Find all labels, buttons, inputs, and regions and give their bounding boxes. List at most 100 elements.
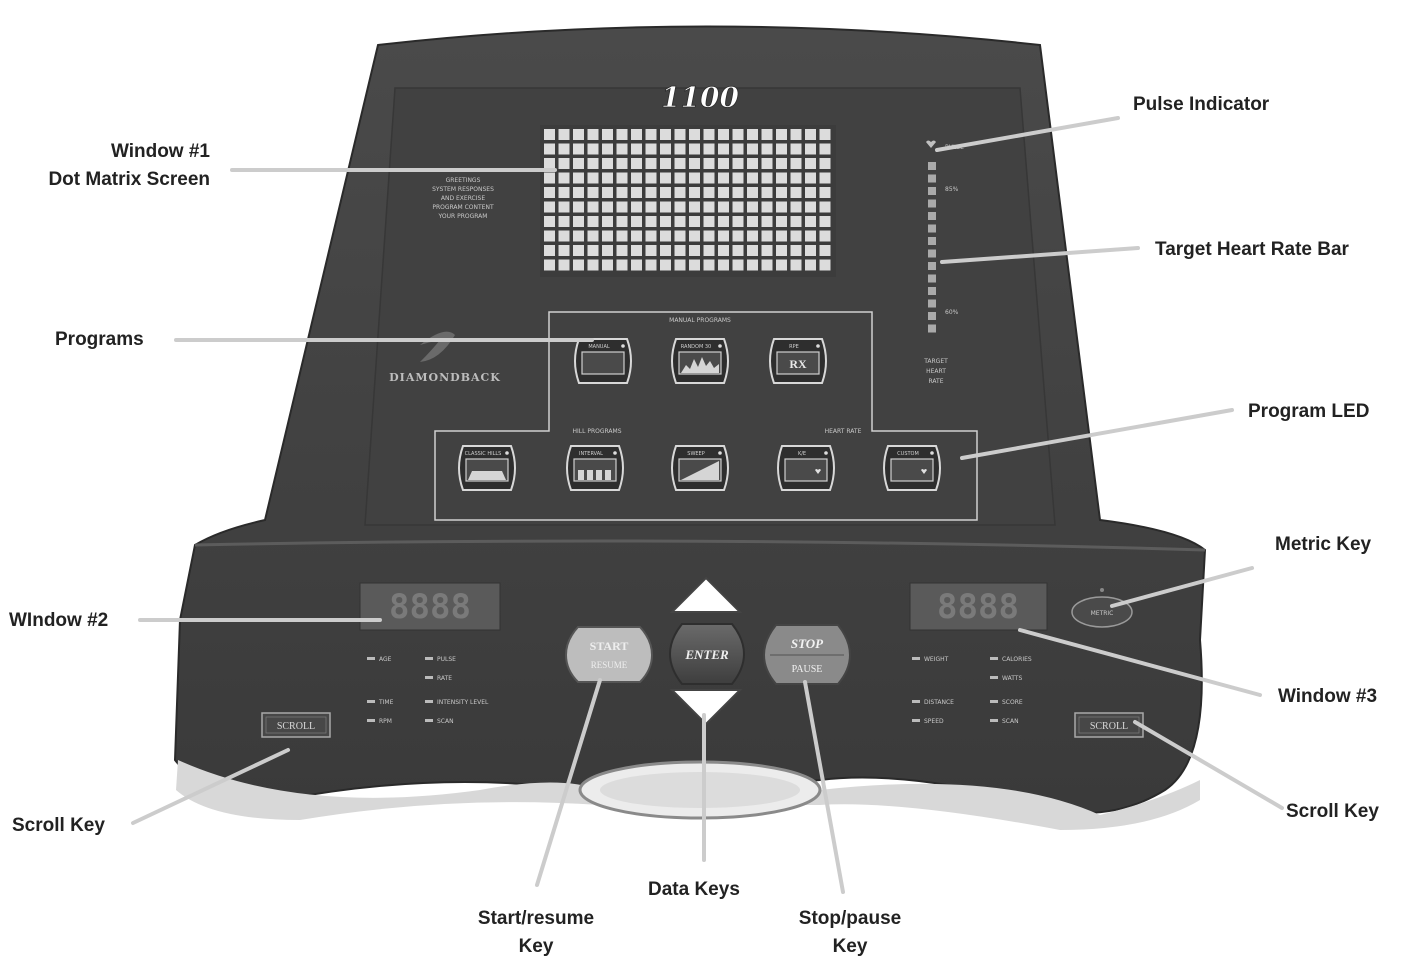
- leader-scroll-right: [1133, 720, 1284, 810]
- matrix-dot: [747, 187, 758, 198]
- matrix-dot: [718, 187, 729, 198]
- feedback-line: PROGRAM CONTENT: [432, 204, 494, 211]
- matrix-dot: [645, 158, 657, 169]
- indicator-label: RPM: [379, 718, 392, 725]
- matrix-dot: [587, 230, 599, 242]
- matrix-dot: [674, 230, 686, 242]
- matrix-dot: [674, 172, 686, 184]
- start-resume-key[interactable]: START RESUME: [564, 626, 654, 683]
- model-number: 1100: [661, 81, 739, 114]
- program-key-label: INTERVAL: [579, 451, 603, 457]
- indicator-label: PULSE: [437, 656, 456, 663]
- matrix-dot: [660, 143, 671, 155]
- matrix-dot: [790, 216, 802, 227]
- program-key[interactable]: RANDOM 30: [671, 338, 729, 384]
- matrix-dot: [631, 216, 642, 227]
- program-key[interactable]: SWEEP: [671, 445, 729, 491]
- matrix-dot: [790, 143, 802, 155]
- matrix-dot: [718, 129, 729, 140]
- matrix-dot: [616, 172, 628, 184]
- matrix-dot: [587, 259, 599, 271]
- matrix-dot: [747, 129, 758, 140]
- matrix-dot: [587, 143, 599, 155]
- indicator-label: SCAN: [1002, 718, 1019, 725]
- leader-lines: [131, 116, 1284, 894]
- matrix-dot: [805, 187, 816, 198]
- matrix-dot: [761, 201, 773, 213]
- program-key-label: CUSTOM: [897, 451, 919, 457]
- program-key[interactable]: MANUAL: [574, 338, 632, 384]
- callout-start-line-1: Start/resume: [477, 908, 595, 929]
- thr-led: [928, 324, 936, 333]
- matrix-dot: [747, 245, 758, 256]
- matrix-dot: [776, 172, 787, 184]
- matrix-dot: [587, 216, 599, 227]
- matrix-dot: [776, 143, 787, 155]
- matrix-dot: [587, 129, 599, 140]
- matrix-dot: [689, 245, 700, 256]
- matrix-dot: [761, 216, 773, 227]
- indicator-led: [425, 719, 433, 722]
- program-key[interactable]: INTERVAL: [566, 445, 624, 491]
- matrix-dot: [573, 143, 584, 155]
- stop-pause-key[interactable]: STOP PAUSE: [762, 624, 852, 685]
- matrix-dot: [587, 201, 599, 213]
- pause-label: PAUSE: [792, 664, 823, 675]
- target-heart-rate-bar: [928, 162, 936, 333]
- program-key-label: SWEEP: [687, 451, 704, 457]
- indicator-label: DISTANCE: [924, 699, 954, 706]
- program-key[interactable]: CUSTOM: [883, 445, 941, 491]
- thr-led: [928, 299, 936, 308]
- matrix-dot: [761, 245, 773, 256]
- program-key-window: [776, 351, 820, 375]
- matrix-dot: [747, 216, 758, 227]
- matrix-dot: [747, 201, 758, 213]
- enter-key[interactable]: ENTER: [668, 623, 746, 685]
- scroll-key-left[interactable]: SCROLL: [261, 712, 331, 738]
- matrix-dot: [544, 172, 555, 184]
- matrix-dot: [631, 245, 642, 256]
- matrix-dot: [703, 259, 715, 271]
- matrix-dot: [718, 201, 729, 213]
- matrix-dot: [805, 245, 816, 256]
- matrix-dot: [790, 245, 802, 256]
- matrix-dot: [587, 245, 599, 256]
- matrix-dot: [747, 172, 758, 184]
- matrix-dot: [616, 216, 628, 227]
- matrix-dot: [747, 230, 758, 242]
- feedback-line: GREETINGS: [446, 177, 481, 184]
- matrix-dot: [819, 230, 831, 242]
- matrix-dot: [732, 172, 744, 184]
- indicator-led: [912, 657, 920, 660]
- scroll-key-right[interactable]: SCROLL: [1074, 712, 1144, 738]
- matrix-dot: [645, 245, 657, 256]
- program-key[interactable]: CLASSIC HILLS: [458, 445, 516, 491]
- matrix-dot: [660, 259, 671, 271]
- callout-window-1-line-1: Window #1: [110, 141, 210, 162]
- callout-data-keys: Data Keys: [648, 879, 740, 900]
- leader-stop: [803, 680, 845, 894]
- matrix-dot: [761, 172, 773, 184]
- program-key-window: [784, 458, 828, 482]
- matrix-dot: [805, 259, 816, 271]
- matrix-dot: [645, 230, 657, 242]
- indicator-led: [912, 700, 920, 703]
- indicator-label: WEIGHT: [924, 656, 949, 663]
- matrix-dot: [631, 143, 642, 155]
- matrix-dot: [689, 158, 700, 169]
- matrix-dot: [674, 143, 686, 155]
- down-arrow-key[interactable]: [669, 689, 743, 726]
- matrix-dot: [689, 172, 700, 184]
- program-key-label: MANUAL: [588, 344, 610, 350]
- matrix-dot: [747, 143, 758, 155]
- matrix-dot: [602, 143, 613, 155]
- matrix-dot: [645, 259, 657, 271]
- matrix-dot: [616, 259, 628, 271]
- matrix-dot: [674, 216, 686, 227]
- up-arrow-key[interactable]: [669, 576, 743, 613]
- program-key[interactable]: K/E: [777, 445, 835, 491]
- program-led: [816, 344, 820, 348]
- matrix-dot: [718, 216, 729, 227]
